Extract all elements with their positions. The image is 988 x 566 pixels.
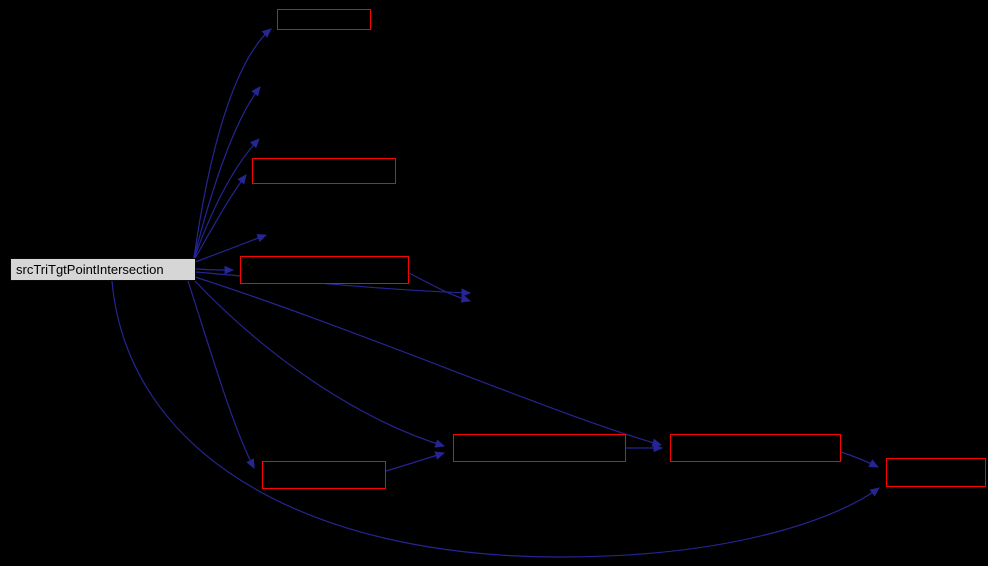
edge-main-to-hidden-2	[193, 138, 260, 260]
edge-main-to-hidden-4	[195, 271, 472, 298]
graph-node-box-lower-left[interactable]	[262, 461, 386, 489]
graph-node-box-top[interactable]	[277, 9, 371, 30]
edge-main-to-box-top	[193, 28, 272, 259]
edge-main-to-box-far-right	[111, 280, 880, 558]
graph-node-box-lower-right[interactable]	[670, 434, 841, 462]
main-node-label: srcTriTgtPointIntersection	[16, 262, 164, 277]
edge-main-to-hidden-3	[194, 234, 268, 263]
edge-main-to-box-lower-right	[194, 276, 663, 447]
graph-node-box-mid-upper[interactable]	[252, 158, 396, 184]
edge-main-to-box-lower-left	[187, 280, 255, 469]
graph-node-box-mid[interactable]	[240, 256, 409, 284]
graph-node-box-far-right[interactable]	[886, 458, 986, 487]
edge-main-to-box-lower-mid	[192, 278, 446, 448]
edge-main-to-hidden-1	[193, 86, 261, 259]
graph-node-main[interactable]: srcTriTgtPointIntersection	[10, 258, 196, 281]
graph-node-box-lower-mid[interactable]	[453, 434, 626, 462]
edge-box-mid-to-hidden-4	[408, 272, 472, 303]
edge-lower-right-to-far-right	[840, 451, 879, 468]
edge-lower-left-to-lower-mid	[385, 451, 446, 472]
edge-main-to-box-mid-upper	[193, 174, 247, 261]
edge-main-to-box-mid	[195, 265, 235, 275]
